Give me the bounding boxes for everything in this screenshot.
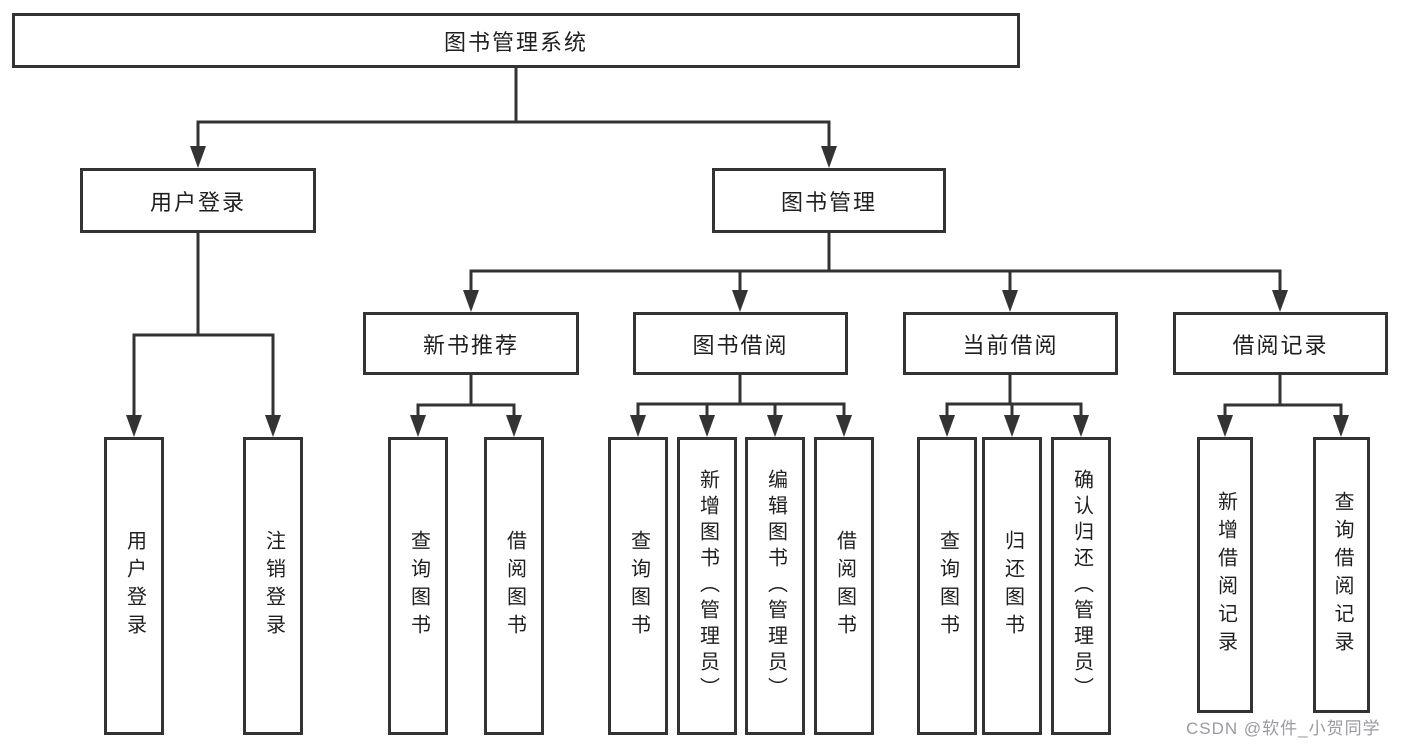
- node-book-management-system: 图书管理系统: [12, 13, 1020, 68]
- leaf-add-borrow-record: 新增借阅记录: [1197, 437, 1253, 713]
- leaf-query-book-recommend: 查询图书: [388, 437, 448, 735]
- leaf-return-book: 归还图书: [982, 437, 1042, 735]
- leaf-borrow-book-recommend: 借阅图书: [484, 437, 544, 735]
- leaf-edit-book-admin: 编辑图书（管理员）: [745, 437, 805, 735]
- leaf-user-login: 用户登录: [104, 437, 164, 735]
- node-borrow-record: 借阅记录: [1173, 312, 1388, 375]
- node-user-login: 用户登录: [80, 168, 316, 233]
- leaf-query-book-current: 查询图书: [917, 437, 977, 735]
- leaf-query-book-borrow: 查询图书: [608, 437, 668, 735]
- node-new-book-recommend: 新书推荐: [363, 312, 579, 375]
- leaf-add-book-admin: 新增图书（管理员）: [677, 437, 737, 735]
- leaf-borrow-book: 借阅图书: [814, 437, 874, 735]
- node-current-borrow: 当前借阅: [903, 312, 1118, 375]
- leaf-confirm-return-admin: 确认归还（管理员）: [1051, 437, 1111, 735]
- leaf-logout: 注销登录: [243, 437, 303, 735]
- node-book-borrow: 图书借阅: [633, 312, 848, 375]
- node-book-management: 图书管理: [712, 168, 946, 233]
- watermark: CSDN @软件_小贺同学: [1186, 719, 1381, 738]
- leaf-query-borrow-record: 查询借阅记录: [1313, 437, 1370, 713]
